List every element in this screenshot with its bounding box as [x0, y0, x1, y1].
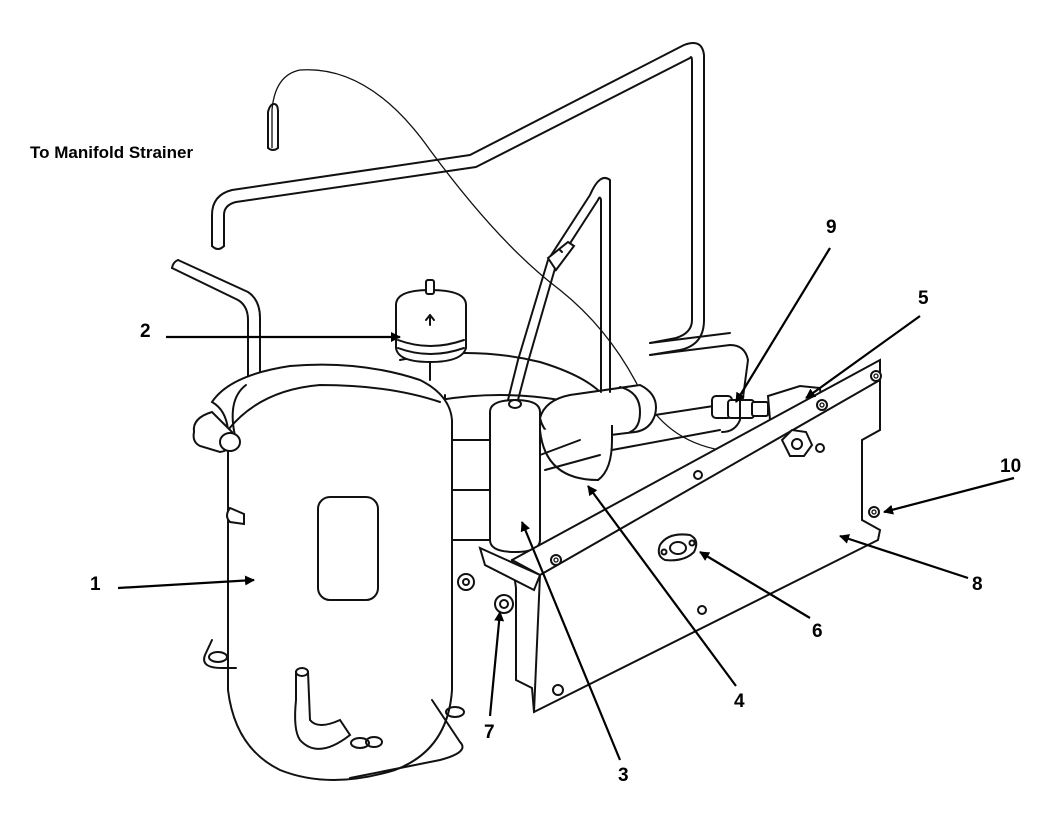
callout-7: 7 [484, 611, 505, 743]
callout-8: 8 [839, 534, 983, 595]
bracket-bolt [816, 399, 828, 411]
callout-label-1: 1 [90, 574, 101, 595]
callout-label-3: 3 [618, 765, 629, 786]
callout-label-9: 9 [826, 217, 837, 238]
bracket-bolt [552, 684, 564, 696]
upper-tube-loop [211, 42, 705, 356]
callout-label-5: 5 [918, 288, 929, 309]
mounting-bolt [457, 573, 514, 614]
callout-3: 3 [520, 521, 629, 786]
accumulator-3 [489, 398, 541, 554]
callout-label-7: 7 [484, 722, 495, 743]
compressor [192, 363, 465, 781]
callout-1: 1 [90, 574, 255, 595]
callout-label-10: 10 [1000, 456, 1021, 477]
bracket-plate-8 [478, 358, 882, 714]
bracket-bolt [697, 605, 707, 615]
callout-2: 2 [140, 321, 401, 342]
callout-5: 5 [805, 288, 929, 399]
diagram-title: To Manifold Strainer [30, 143, 193, 162]
drier-tube [538, 332, 749, 442]
bracket-bolt [815, 443, 825, 453]
callout-4: 4 [587, 485, 745, 712]
riser-tube [507, 176, 611, 401]
callout-9: 9 [735, 217, 837, 403]
bracket-nut [780, 428, 814, 457]
bracket-bolt [868, 506, 880, 518]
muffler-2 [395, 279, 467, 381]
heat-exchanger-4 [539, 425, 721, 482]
callout-label-4: 4 [734, 691, 745, 712]
sight-glass-valve [711, 395, 791, 419]
callout-6: 6 [699, 551, 823, 642]
callout-label-8: 8 [972, 574, 983, 595]
callout-label-2: 2 [140, 321, 151, 342]
bracket-bolt [550, 554, 562, 566]
callout-label-6: 6 [812, 621, 823, 642]
grommet-plate-6 [657, 533, 698, 562]
bracket-bolt [693, 470, 703, 480]
callout-10: 10 [883, 456, 1021, 515]
bracket-bolt [870, 370, 882, 382]
